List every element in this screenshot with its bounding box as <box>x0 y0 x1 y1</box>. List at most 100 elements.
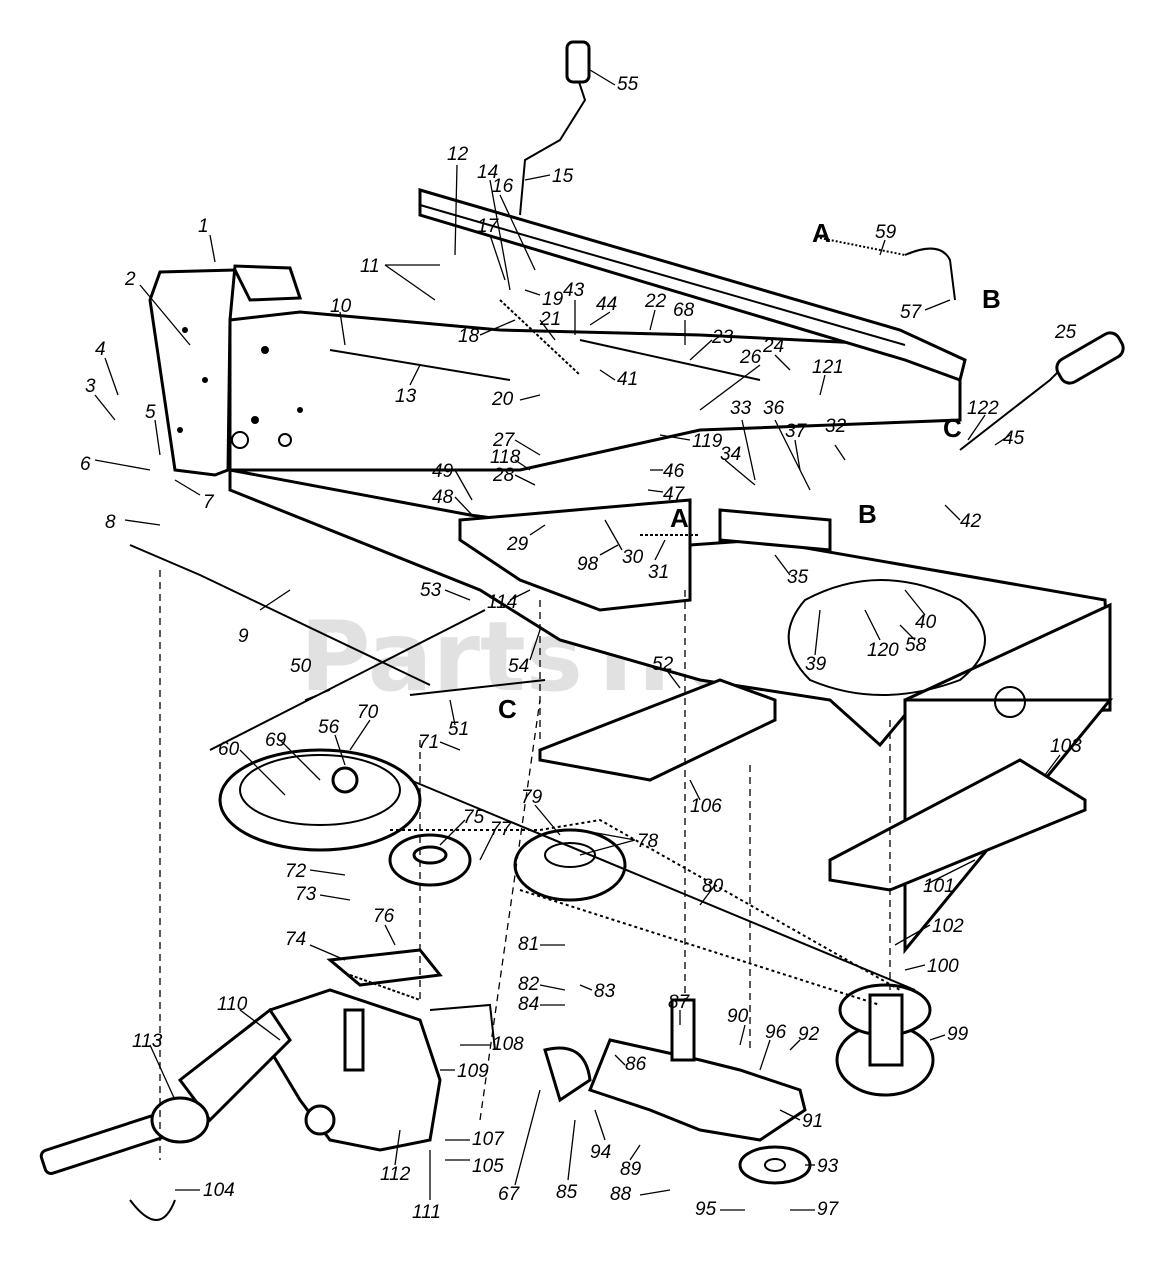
callout-71: 71 <box>418 732 461 753</box>
callout-label: 96 <box>765 1022 787 1043</box>
callout-label: 84 <box>518 994 539 1015</box>
callout-label: 81 <box>518 934 539 955</box>
callout-51: 51 <box>448 699 469 740</box>
callout-22: 22 <box>644 291 667 331</box>
idler-bracket <box>543 998 807 1142</box>
callout-67: 67 <box>498 1089 541 1205</box>
callout-label: 53 <box>420 580 442 601</box>
callout-44a: 44 <box>589 294 617 326</box>
callout-84: 84 <box>518 994 565 1015</box>
callout-label: 114 <box>487 592 517 613</box>
callout-94a: 94 <box>590 1109 611 1163</box>
callout-label: 111 <box>412 1202 441 1223</box>
cross-bracket <box>538 678 777 782</box>
callout-label: 122 <box>967 398 999 419</box>
callout-label: 80 <box>702 876 724 897</box>
callout-label: 71 <box>418 732 439 753</box>
callout-32a: 32 <box>825 416 847 461</box>
callout-52: 52 <box>652 654 681 689</box>
callout-label: 98 <box>577 554 599 575</box>
callout-label: 21 <box>539 309 561 330</box>
callout-label: 39 <box>805 654 827 675</box>
idler-pulley-75 <box>388 833 472 887</box>
callout-50: 50 <box>290 656 331 701</box>
callout-label: 101 <box>923 876 955 897</box>
callout-79: 79 <box>521 787 561 836</box>
callout-72: 72 <box>285 861 346 882</box>
callout-label: 95 <box>695 1199 717 1220</box>
callout-12: 12 <box>447 144 469 256</box>
callout-4: 4 <box>95 339 119 396</box>
callout-88: 88 <box>610 1184 671 1205</box>
callout-label: 40 <box>915 612 937 633</box>
callout-5a: 5 <box>145 402 161 456</box>
callout-31: 31 <box>648 539 669 583</box>
callout-3: 3 <box>85 376 116 421</box>
callout-label: 2 <box>124 269 136 290</box>
callout-label: 12 <box>447 144 469 165</box>
callout-34: 34 <box>720 444 756 486</box>
callout-label: 104 <box>203 1180 235 1201</box>
callout-91: 91 <box>779 1109 823 1132</box>
callout-78: 78 <box>579 829 659 856</box>
callout-label: 87 <box>668 992 691 1013</box>
callout-6a: 6 <box>80 454 151 475</box>
callout-label: 97 <box>817 1199 840 1220</box>
callout-54: 54 <box>508 629 541 677</box>
drive-belts <box>390 779 916 1006</box>
callout-58: 58 <box>899 624 927 656</box>
callout-label: 69 <box>265 730 287 751</box>
pulley-99 <box>835 983 935 1097</box>
callout-102: 102 <box>894 916 964 946</box>
callout-69: 69 <box>265 730 321 781</box>
callout-label: 26 <box>739 347 762 368</box>
callout-112: 112 <box>380 1129 411 1185</box>
callout-label: 3 <box>85 376 96 397</box>
callout-83: 83 <box>579 981 616 1002</box>
callout-57: 57 <box>900 299 951 323</box>
callout-77: 77 <box>479 819 513 861</box>
callout-label: 46 <box>663 461 685 482</box>
callout-label: 49 <box>432 461 454 482</box>
callout-33: 33 <box>730 398 756 481</box>
ref-letter-a: A <box>670 503 689 533</box>
callout-98a: 98 <box>577 544 619 575</box>
callout-119: 119 <box>659 431 723 452</box>
callout-16a: 16 <box>492 176 536 271</box>
ref-letter-a: A <box>812 218 831 248</box>
callout-45: 45 <box>994 428 1025 449</box>
callout-label: 76 <box>373 906 395 927</box>
callout-label: 37 <box>785 421 808 442</box>
callout-label: 93 <box>817 1156 839 1177</box>
callout-label: 83 <box>594 981 616 1002</box>
callout-label: 110 <box>217 994 248 1015</box>
callout-39: 39 <box>805 609 827 675</box>
callout-label: 108 <box>492 1034 524 1055</box>
callout-74: 74 <box>285 929 346 961</box>
pulley-60 <box>218 748 422 852</box>
callout-9: 9 <box>238 589 291 647</box>
callout-42: 42 <box>944 504 982 532</box>
callout-label: 107 <box>472 1129 505 1150</box>
ref-letter-c: C <box>943 413 962 443</box>
callout-label: 78 <box>637 831 659 852</box>
callout-70: 70 <box>349 702 379 751</box>
callout-label: 23 <box>711 327 734 348</box>
callout-13: 13 <box>395 364 421 407</box>
callout-label: 120 <box>867 640 899 661</box>
callout-106: 106 <box>689 779 722 817</box>
callout-87: 87 <box>668 992 691 1025</box>
callout-25: 25 <box>1054 322 1077 343</box>
ref-letter-b: B <box>858 499 877 529</box>
callout-55a: 55 <box>589 69 639 95</box>
callout-label: 82 <box>518 974 540 995</box>
callout-label: 45 <box>1003 428 1025 449</box>
callout-label: 75 <box>463 807 485 828</box>
callout-21: 21 <box>539 309 561 341</box>
callout-label: 102 <box>932 916 964 937</box>
callout-35: 35 <box>774 554 809 588</box>
callout-label: 44 <box>596 294 617 315</box>
callout-81: 81 <box>518 934 565 955</box>
callout-label: 54 <box>508 656 529 677</box>
callout-label: 89 <box>620 1159 642 1180</box>
